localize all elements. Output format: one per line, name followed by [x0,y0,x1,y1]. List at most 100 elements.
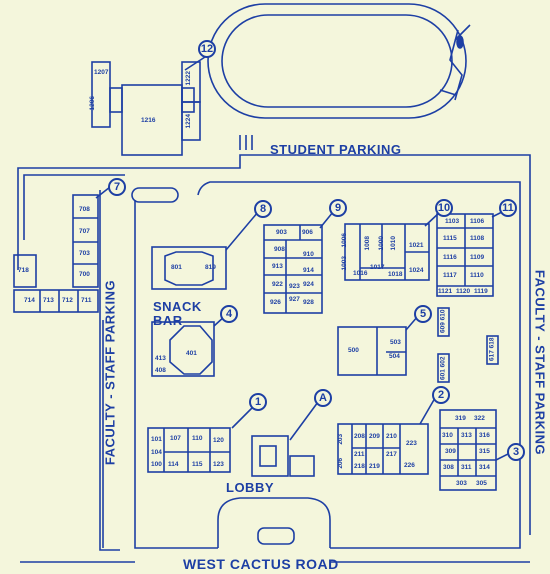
room-label: 903 [276,229,287,236]
room-label: 311 [461,464,472,471]
student-parking-label: STUDENT PARKING [270,142,402,157]
marker-a[interactable]: A [314,389,332,407]
room-label: 601 602 [439,356,447,381]
marker-3[interactable]: 3 [507,443,525,461]
room-label: 1006 [340,233,348,248]
marker-5[interactable]: 5 [414,305,432,323]
running-track-inner [221,14,453,108]
building-10 [344,223,430,281]
room-label: 707 [79,228,90,235]
room-label: 203 [337,433,345,445]
portable-617 [486,335,499,365]
building-5 [337,326,407,376]
room-label: 1000 [377,236,385,251]
marker-4[interactable]: 4 [220,305,238,323]
room-label: 914 [303,267,314,274]
road-north-inner [23,174,125,240]
room-label: 1103 [445,218,460,225]
marker-1[interactable]: 1 [249,393,267,411]
building-11 [436,213,494,297]
room-label: 913 [272,263,283,270]
room-label: 413 [155,355,166,362]
building-3 [439,409,497,491]
room-label: 609 610 [439,309,447,334]
room-label: 1206 [88,96,96,111]
room-label: 115 [192,461,203,468]
room-label: 104 [151,449,162,456]
room-label: 1116 [443,254,457,261]
room-label: 308 [443,464,454,471]
room-label: 226 [404,462,415,469]
campus-perimeter [134,181,521,549]
room-label: 1008 [363,236,371,251]
planter-oval [131,187,179,203]
room-label: 926 [270,299,281,306]
marker-10[interactable]: 10 [435,199,453,217]
marker-11[interactable]: 11 [499,199,517,217]
room-label: 712 [62,297,73,304]
room-label: 314 [479,464,490,471]
room-label: 1120 [456,288,471,295]
room-label: 718 [18,267,29,274]
room-label: 123 [213,461,224,468]
marker-8[interactable]: 8 [254,200,272,218]
building-1 [147,427,231,473]
room-label: 401 [186,350,197,357]
room-label: 1207 [94,69,109,76]
room-label: 217 [386,451,397,458]
room-label: 210 [386,433,397,440]
road-north-outer [17,154,531,535]
room-label: 713 [43,297,54,304]
marker-12[interactable]: 12 [198,40,216,58]
room-label: 1119 [474,288,488,295]
building-12 [91,61,201,156]
room-label: 703 [79,250,90,257]
faculty-parking-right-label: FACULTY - STAFF PARKING [532,269,548,456]
room-label: 1021 [409,242,424,249]
room-label: 310 [442,432,453,439]
left-road [99,190,120,551]
room-label: 208 [354,433,365,440]
room-label: 319 [455,415,466,422]
west-cactus-road-label: WEST CACTUS ROAD [183,556,339,572]
room-label: 1117 [443,272,457,279]
room-label: 1018 [388,271,403,278]
room-label: 209 [369,433,380,440]
lobby-label: LOBBY [226,480,274,495]
room-label: 617 618 [488,337,496,362]
room-label: 910 [303,251,314,258]
lobby-planter [257,527,295,545]
room-label: 819 [205,264,216,271]
room-label: 309 [445,448,456,455]
room-label: 1024 [409,267,424,274]
room-label: 206 [337,457,345,469]
room-label: 500 [348,347,359,354]
room-label: 303 [456,480,467,487]
marker-9[interactable]: 9 [329,199,347,217]
room-label: 315 [479,448,490,455]
marker-7[interactable]: 7 [108,178,126,196]
room-label: 1121 [438,288,453,295]
room-label: 211 [354,451,365,458]
room-label: 700 [79,271,90,278]
room-label: 1017 [370,264,385,271]
building-7 [13,194,99,313]
room-label: 503 [390,339,401,346]
room-label: 120 [213,437,224,444]
faculty-parking-left-label: FACULTY - STAFF PARKING [102,279,118,466]
room-label: 1115 [443,235,457,242]
snack-bar-label: SNACK BAR [153,299,202,328]
track-gate-lamp [456,35,464,49]
room-label: 708 [79,206,90,213]
room-label: 408 [155,367,166,374]
room-label: 1016 [353,270,368,277]
building-a [251,435,315,477]
marker-2[interactable]: 2 [432,386,450,404]
room-label: 1216 [141,117,156,124]
room-label: 1224 [184,114,192,129]
room-label: 1109 [470,254,485,261]
room-label: 100 [151,461,162,468]
room-label: 322 [474,415,485,422]
room-label: 928 [303,299,314,306]
